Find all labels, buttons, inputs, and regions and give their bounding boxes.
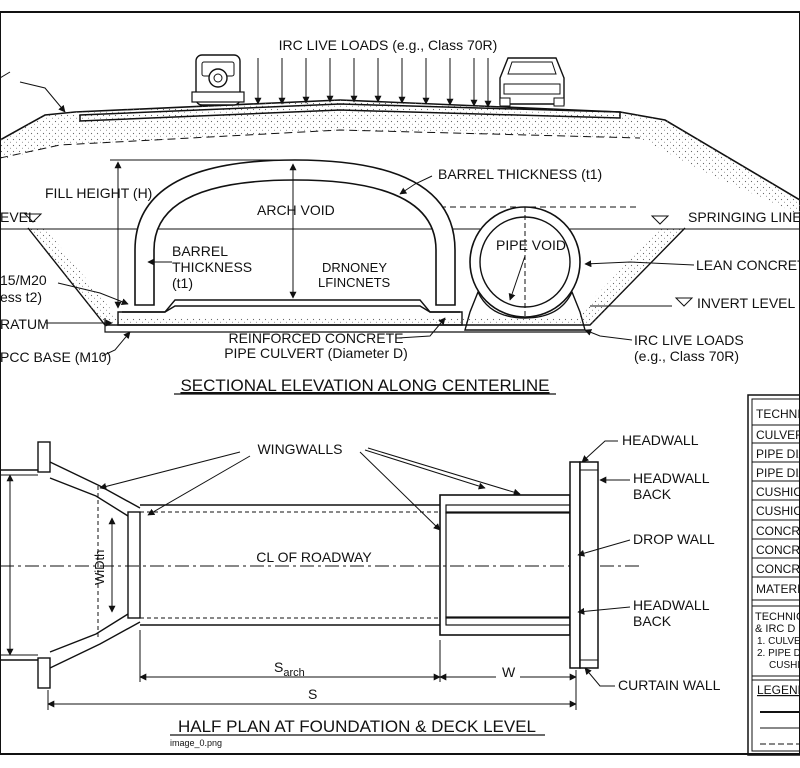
table-row-8: CONCRE	[756, 562, 800, 576]
wingwalls-label: WINGWALLS	[257, 441, 342, 457]
stratum-label: RATUM	[0, 316, 49, 332]
embankment-fill-dots	[0, 100, 800, 215]
notes-block: TECHNIC & IRC D 1. CULVE 2. PIPE D CUSHI	[751, 605, 800, 677]
pcc-base-label: PCC BASE (M10)	[0, 349, 111, 365]
left-flange-bottom	[37, 657, 51, 689]
table-row-4: CUSHIO	[756, 485, 800, 499]
barrel-thickness-left-line1: BARREL	[172, 243, 228, 259]
table-row-3: PIPE DIA	[756, 466, 800, 480]
left-flange-top	[37, 441, 51, 473]
invert-level-label: INVERT LEVEL	[697, 295, 796, 311]
cl-roadway-label: CL OF ROADWAY	[256, 549, 372, 565]
legend-block: LEGEND	[751, 679, 800, 752]
s-arch-sub: arch	[283, 667, 304, 679]
width-label: WiDth	[92, 550, 107, 585]
s-total-label: S	[308, 686, 317, 702]
table-row-0: TECHNIC	[756, 407, 800, 421]
pipe-void-label: PIPE VOID	[496, 237, 566, 253]
arch-barrel	[134, 159, 456, 306]
pipe-bedding	[464, 290, 586, 331]
title-block: TECHNIC CULVER PIPE DIA PIPE DIA CUSHIO …	[747, 394, 800, 756]
m15-m20-label: 15/M20	[0, 272, 47, 288]
table-row-9: MATERI	[756, 582, 800, 596]
plan-title: HALF PLAN AT FOUNDATION & DECK LEVEL	[178, 717, 536, 736]
drop-wall-label: DROP WALL	[633, 531, 715, 547]
legend-title: LEGEND	[757, 683, 800, 697]
live-load-arrows	[254, 58, 492, 108]
table-row-2: PIPE DIA	[756, 447, 800, 461]
level-left-label: EVEL	[0, 209, 36, 225]
barrel-thickness-top-label: BARREL THICKNESS (t1)	[438, 166, 602, 182]
note-line-2: 1. CULVE	[757, 636, 800, 647]
vehicle-right-icon	[499, 57, 565, 107]
live-loads-top-label: IRC LIVE LOADS (e.g., Class 70R)	[279, 37, 498, 53]
sectional-elevation: IRC LIVE LOADS (e.g., Class 70R) FILL HE…	[0, 37, 800, 395]
rc-pipe-label-line1: REINFORCED CONCRETE	[228, 330, 403, 346]
s-arch-label: Sarch	[274, 659, 305, 679]
table-row-1: CULVER	[756, 428, 800, 442]
w-label: W	[502, 664, 516, 680]
springing-line-label: SPRINGING LINE A	[688, 209, 800, 225]
curtain-wall	[569, 461, 581, 669]
table-row-6: CONCR	[756, 524, 800, 538]
sheet-border	[0, 11, 800, 755]
table-row-5: CUSHIO	[756, 504, 800, 518]
note-line-0: TECHNIC	[755, 611, 800, 623]
section-title: SECTIONAL ELEVATION ALONG CENTERLINE	[180, 376, 549, 395]
fill-height-label: FILL HEIGHT (H)	[45, 185, 152, 201]
note-line-3: 2. PIPE D	[757, 648, 800, 659]
wingwalls-leaders	[99, 447, 521, 531]
left-wingwall-bottom	[0, 613, 141, 669]
thickness-t2-label: ess t2)	[0, 289, 42, 305]
lean-concrete-label: LEAN CONCRETE	[696, 257, 800, 273]
headwall-back	[579, 461, 599, 669]
left-inlet-box	[127, 511, 141, 619]
road-slab	[79, 103, 621, 122]
vehicle-left-icon	[191, 54, 245, 106]
garbled-label-line1: DRNONEY	[322, 260, 387, 275]
headwall-label: HEADWALL	[622, 432, 699, 448]
headwall-back-1-line1: HEADWALL	[633, 470, 710, 486]
spec-table: TECHNIC CULVER PIPE DIA PIPE DIA CUSHIO …	[752, 407, 800, 601]
live-loads-bottom-line1: IRC LIVE LOADS	[634, 332, 744, 348]
pcc-base	[117, 305, 463, 326]
garbled-label-line2: LFINCNETS	[318, 275, 391, 290]
embankment-dashed-line	[0, 129, 641, 159]
headwall-back-2-line1: HEADWALL	[633, 597, 710, 613]
s-arch-main: S	[274, 659, 283, 675]
filename-label: image_0.png	[170, 738, 222, 748]
note-line-4: CUSHI	[769, 660, 800, 671]
headwall-back-2-line2: BACK	[633, 613, 672, 629]
barrel-thickness-left-line2: THICKNESS	[172, 259, 252, 275]
curtain-wall-label: CURTAIN WALL	[618, 677, 721, 693]
left-wingwall-top	[0, 461, 141, 517]
headwall-back-1-line2: BACK	[633, 486, 672, 502]
table-row-7: CONCRE	[756, 543, 800, 557]
barrel-thickness-left-line3: (t1)	[172, 275, 193, 291]
headwall-box	[439, 494, 571, 636]
rc-pipe-label-line2: PIPE CULVERT (Diameter D)	[224, 345, 408, 361]
live-loads-bottom-line2: (e.g., Class 70R)	[634, 348, 739, 364]
note-line-1: & IRC D	[755, 623, 795, 635]
arch-void-label: ARCH VOID	[257, 202, 335, 218]
half-plan: WiDth CL OF ROADWAY WINGWALLS HEADWALL H	[0, 432, 721, 748]
